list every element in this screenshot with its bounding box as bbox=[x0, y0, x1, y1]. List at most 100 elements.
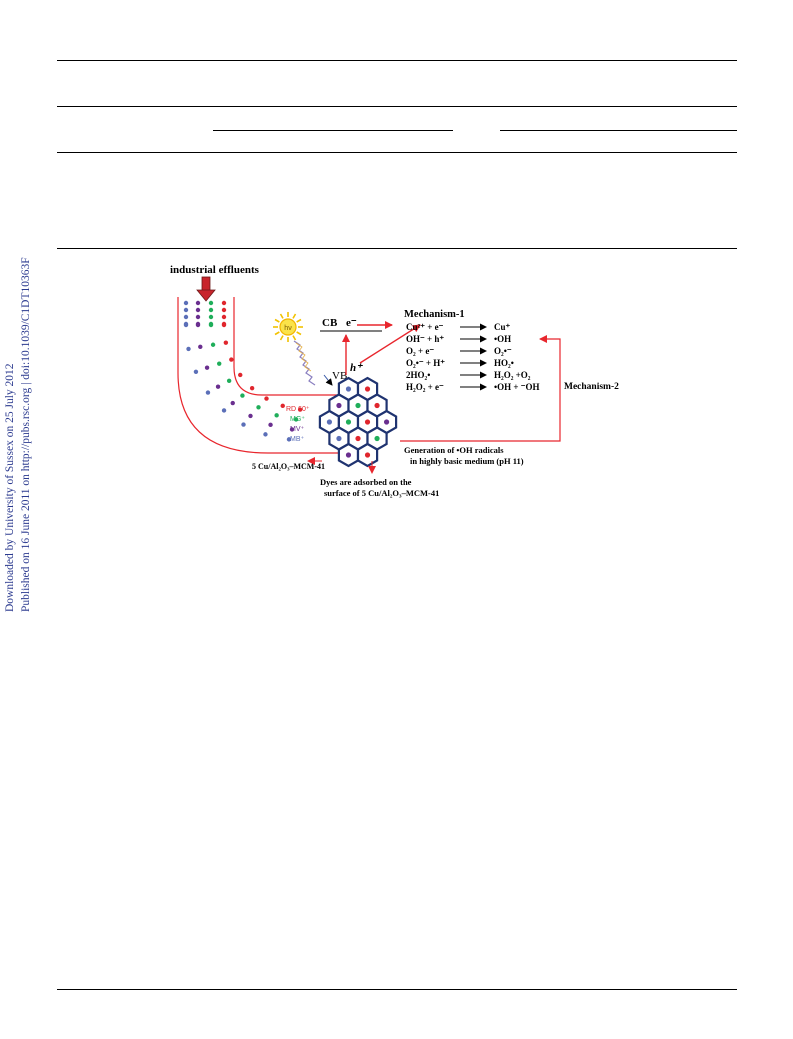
reaction-left: 2HO₂• bbox=[406, 370, 430, 380]
dye-particle-rd bbox=[223, 340, 229, 345]
light-label: hν bbox=[284, 325, 292, 332]
dye-particle-mv bbox=[195, 300, 201, 306]
effluent-label: industrial effluents bbox=[170, 264, 260, 276]
sun-ray bbox=[274, 331, 280, 336]
dye-particle-mg bbox=[208, 322, 214, 328]
vb-label: VB bbox=[332, 370, 347, 382]
sun-ray bbox=[292, 335, 297, 341]
subheader-rule-right bbox=[500, 130, 737, 131]
top-rule bbox=[57, 60, 737, 61]
dye-label-mv: MV⁺ bbox=[290, 426, 305, 433]
dye-particle-mg bbox=[256, 405, 261, 410]
dye-label-rd: RD 60⁺ bbox=[286, 406, 310, 413]
download-sidebar: Downloaded by University of Sussex on 25… bbox=[2, 252, 36, 612]
reaction-right: HO₂• bbox=[494, 358, 514, 368]
dye-particle-mv bbox=[198, 344, 203, 350]
page-bottom-rule bbox=[57, 989, 737, 990]
adsorbed-dye-dot bbox=[355, 435, 361, 442]
dye-particle-mb bbox=[183, 307, 189, 313]
adsorbed-text-line1: Dyes are adsorbed on the bbox=[320, 477, 412, 487]
reaction-left: H₂O₂ + e⁻ bbox=[406, 382, 444, 392]
adsorbed-dye-dot bbox=[374, 402, 380, 409]
reaction-left: OH⁻ + h⁺ bbox=[406, 334, 444, 344]
adsorbed-dye-dot bbox=[345, 452, 352, 458]
effluent-down-arrow bbox=[196, 276, 216, 302]
dye-particle-mb bbox=[263, 432, 268, 437]
dye-particle-mb bbox=[183, 300, 189, 306]
reaction-right: •OH + ⁻OH bbox=[494, 382, 540, 392]
light-to-catalyst-arrow bbox=[323, 374, 333, 386]
adsorbed-text-line2: surface of 5 Cu/Al₂O₃–MCM-41 bbox=[324, 488, 439, 498]
dye-particle-mv bbox=[268, 422, 273, 428]
dye-particle-rd bbox=[249, 385, 255, 391]
adsorbed-dye-dot bbox=[336, 435, 342, 442]
dye-particle-rd bbox=[297, 407, 303, 412]
dye-particle-mb bbox=[193, 369, 199, 374]
adsorbed-dye-dot bbox=[326, 419, 333, 425]
dye-particle-rd bbox=[229, 357, 234, 362]
dye-particle-mv bbox=[195, 307, 201, 313]
channel-outer-wall bbox=[177, 297, 340, 454]
reaction-right: Cu⁺ bbox=[494, 322, 511, 332]
sun-ray bbox=[292, 313, 297, 319]
dye-streams bbox=[183, 300, 303, 442]
catalyst-hexagon-cluster bbox=[318, 376, 398, 468]
dye-particle-rd bbox=[280, 403, 285, 409]
dye-particle-mv bbox=[215, 384, 221, 389]
reaction-right: O₂•⁻ bbox=[494, 346, 512, 356]
cb-label: CB bbox=[322, 317, 338, 329]
dye-particle-mg bbox=[274, 413, 279, 418]
dye-particle-mb bbox=[186, 346, 191, 352]
dye-particle-mg bbox=[226, 378, 232, 384]
photon-wave-accent bbox=[295, 342, 312, 372]
reaction-left: O₂•⁻ + H⁺ bbox=[406, 358, 445, 368]
dye-particle-rd bbox=[238, 372, 243, 378]
dye-particle-mb bbox=[286, 437, 292, 442]
dye-particle-mb bbox=[241, 422, 246, 427]
dye-particle-mg bbox=[208, 314, 214, 320]
dye-particle-mv bbox=[289, 427, 295, 432]
adsorbed-dye-dot bbox=[336, 402, 342, 409]
dye-particle-mg bbox=[208, 307, 214, 313]
dye-particle-mv bbox=[204, 365, 210, 370]
dye-particle-mg bbox=[217, 361, 222, 366]
dye-particle-mg bbox=[210, 342, 216, 347]
mechanism1-title: Mechanism-1 bbox=[404, 309, 465, 320]
reaction-left: Cu²⁺ + e⁻ bbox=[406, 322, 444, 332]
adsorbed-dye-dot bbox=[374, 435, 380, 442]
sun-ray bbox=[274, 318, 280, 323]
sun-ray bbox=[279, 335, 284, 341]
mechanism2-loop-arrow bbox=[400, 335, 561, 442]
adsorbed-dye-dot bbox=[364, 419, 371, 425]
hole-to-mechanism-arrow bbox=[359, 324, 421, 364]
dye-particle-mb bbox=[205, 390, 211, 395]
dye-particle-rd bbox=[221, 322, 227, 328]
adsorbed-dye-dot bbox=[345, 419, 352, 425]
sun-ray bbox=[296, 318, 302, 323]
hole-label: h⁺ bbox=[350, 362, 363, 374]
dye-label-mg: MG⁺ bbox=[290, 416, 305, 423]
table-bottom-rule bbox=[57, 248, 737, 249]
generation-text-line2: in highly basic medium (pH 11) bbox=[410, 456, 524, 466]
reaction-right: •OH bbox=[494, 334, 511, 344]
sidebar-download-line: Downloaded by University of Sussex on 25… bbox=[4, 363, 16, 612]
dye-particle-mg bbox=[293, 417, 299, 422]
dye-particle-mb bbox=[183, 314, 189, 320]
adsorbed-dye-dot bbox=[355, 402, 361, 409]
mechanism-figure: industrial effluents RD 60⁺ MG⁺ MV⁺ MB⁺ … bbox=[170, 264, 619, 498]
dye-particle-mv bbox=[195, 314, 201, 320]
table-body-rule bbox=[57, 152, 737, 153]
adsorbed-dye-dot bbox=[383, 419, 390, 425]
subheader-rule-left bbox=[213, 130, 453, 131]
sun-ray bbox=[296, 331, 302, 336]
sidebar-doi-line[interactable]: Published on 16 June 2011 on http://pubs… bbox=[20, 257, 32, 612]
dye-particle-rd bbox=[221, 300, 227, 306]
dye-particle-mg bbox=[208, 300, 214, 306]
adsorbed-dye-dot bbox=[345, 386, 352, 392]
adsorbed-dye-dot bbox=[364, 386, 371, 392]
dye-particle-mb bbox=[183, 322, 189, 328]
generation-text-line1: Generation of •OH radicals bbox=[404, 445, 504, 455]
catalyst-label: 5 Cu/Al₂O₃–MCM-41 bbox=[252, 462, 325, 471]
dye-particle-mb bbox=[221, 408, 227, 413]
